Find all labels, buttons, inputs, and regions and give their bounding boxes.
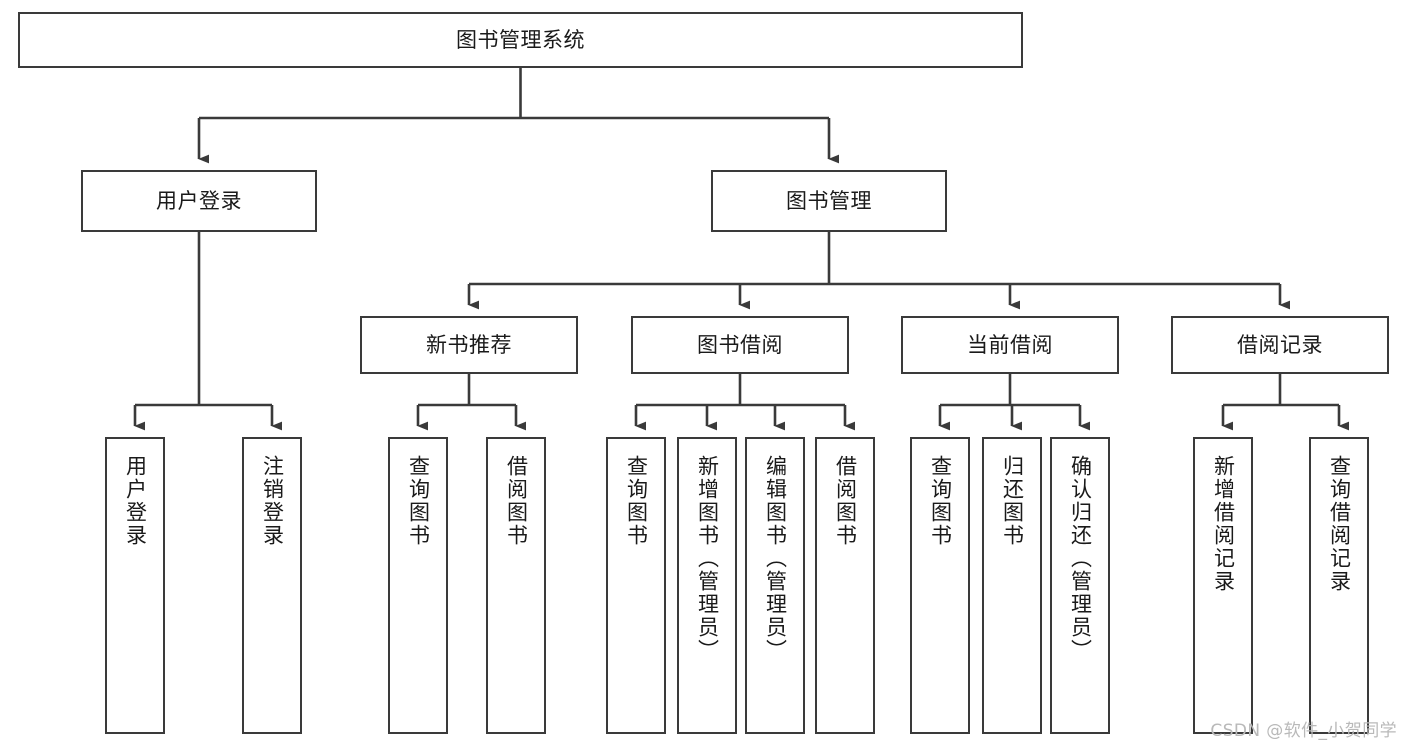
node-label: 编辑图书（管理员） bbox=[763, 455, 788, 662]
node-current-borrow[interactable]: 当前借阅 bbox=[901, 316, 1119, 374]
node-label: 查询图书 bbox=[624, 455, 649, 547]
node-leaf-rec-query2[interactable]: 查询借阅记录 bbox=[1309, 437, 1369, 734]
node-label: 当前借阅 bbox=[967, 332, 1053, 357]
node-label: 借阅图书 bbox=[504, 455, 529, 547]
node-new-book-rec[interactable]: 新书推荐 bbox=[360, 316, 578, 374]
node-label: 用户登录 bbox=[123, 455, 148, 547]
csdn-watermark: CSDN @软件_小贺同学 bbox=[1210, 721, 1397, 741]
node-label: 新增借阅记录 bbox=[1211, 455, 1236, 593]
node-user-login[interactable]: 用户登录 bbox=[81, 170, 317, 232]
node-leaf-user-logout[interactable]: 注销登录 bbox=[242, 437, 302, 734]
node-label: 新增图书（管理员） bbox=[695, 455, 720, 662]
node-leaf-rec-borrow[interactable]: 借阅图书 bbox=[486, 437, 546, 734]
node-label: 图书借阅 bbox=[697, 332, 783, 357]
node-leaf-borrow-do[interactable]: 借阅图书 bbox=[815, 437, 875, 734]
node-leaf-rec-add[interactable]: 新增借阅记录 bbox=[1193, 437, 1253, 734]
node-book-borrow[interactable]: 图书借阅 bbox=[631, 316, 849, 374]
node-leaf-borrow-edit[interactable]: 编辑图书（管理员） bbox=[745, 437, 805, 734]
node-leaf-cur-query[interactable]: 查询图书 bbox=[910, 437, 970, 734]
node-label: 查询借阅记录 bbox=[1327, 455, 1352, 593]
node-label: 查询图书 bbox=[928, 455, 953, 547]
node-label: 注销登录 bbox=[260, 455, 285, 547]
node-leaf-rec-query[interactable]: 查询图书 bbox=[388, 437, 448, 734]
node-label: 图书管理系统 bbox=[456, 27, 585, 52]
node-leaf-cur-confirm[interactable]: 确认归还（管理员） bbox=[1050, 437, 1110, 734]
node-label: 新书推荐 bbox=[426, 332, 512, 357]
node-label: 用户登录 bbox=[156, 188, 242, 213]
node-label: 查询图书 bbox=[406, 455, 431, 547]
node-label: 图书管理 bbox=[786, 188, 872, 213]
node-label: 借阅图书 bbox=[833, 455, 858, 547]
node-leaf-cur-return[interactable]: 归还图书 bbox=[982, 437, 1042, 734]
node-label: 借阅记录 bbox=[1237, 332, 1323, 357]
node-leaf-borrow-add[interactable]: 新增图书（管理员） bbox=[677, 437, 737, 734]
node-book-manage[interactable]: 图书管理 bbox=[711, 170, 947, 232]
node-label: 归还图书 bbox=[1000, 455, 1025, 547]
node-leaf-borrow-query[interactable]: 查询图书 bbox=[606, 437, 666, 734]
node-root[interactable]: 图书管理系统 bbox=[18, 12, 1023, 68]
node-label: 确认归还（管理员） bbox=[1068, 455, 1093, 662]
node-leaf-user-login[interactable]: 用户登录 bbox=[105, 437, 165, 734]
node-borrow-record[interactable]: 借阅记录 bbox=[1171, 316, 1389, 374]
